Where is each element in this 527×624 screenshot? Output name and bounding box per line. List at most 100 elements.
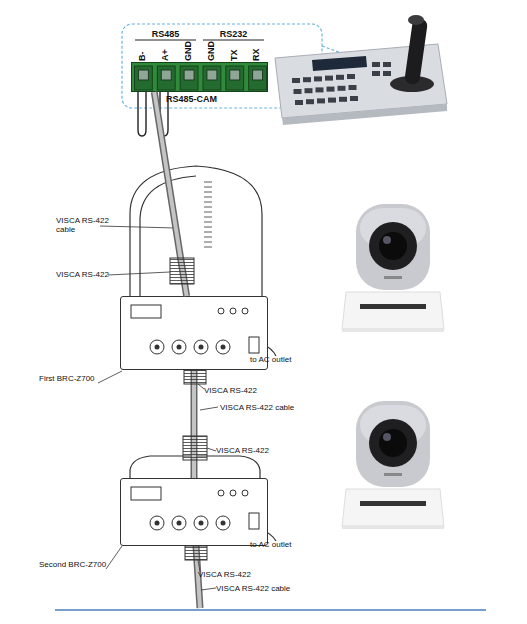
pin-name: A+ xyxy=(160,49,170,61)
keyboard-controller-part xyxy=(312,56,367,71)
leader-line-part xyxy=(106,546,122,569)
camera-photo-part xyxy=(379,232,407,260)
rs485-wires xyxy=(138,92,168,136)
bnc-connector xyxy=(216,516,230,530)
header-rule xyxy=(135,40,264,41)
terminal-screw xyxy=(161,70,171,80)
camera-rear-outline-part xyxy=(130,456,260,478)
port-label: VISCA RS-422 xyxy=(198,570,251,579)
bus-header: RS232 xyxy=(203,29,264,39)
cable-label: VISCA RS-422 cable xyxy=(220,403,294,412)
cable-sheath xyxy=(154,92,186,296)
bnc-connector xyxy=(150,516,164,530)
terminal-screw xyxy=(253,70,263,80)
cable-label: VISCA RS-422 cable xyxy=(56,216,118,234)
switch xyxy=(242,308,248,314)
switch xyxy=(218,308,224,314)
pin-name: B- xyxy=(137,52,147,62)
cable-label: VISCA RS-422 cable xyxy=(216,584,290,593)
leader-line-part xyxy=(98,371,122,383)
keyboard-controller xyxy=(275,15,447,125)
terminal-cell xyxy=(180,66,198,90)
rs485-wires-part xyxy=(138,92,146,136)
bnc-connector xyxy=(221,521,226,526)
bnc-connector xyxy=(177,345,182,350)
keyboard-button xyxy=(350,96,358,101)
camera-photo-part xyxy=(342,292,444,330)
bnc-connector xyxy=(177,521,182,526)
camera-photo-part xyxy=(342,489,444,527)
terminal-screw xyxy=(230,70,240,80)
bnc-connector xyxy=(199,521,204,526)
panel-detail xyxy=(121,479,269,547)
camera-photo xyxy=(342,204,444,332)
keyboard-button xyxy=(349,85,357,90)
header-rule-part xyxy=(135,40,264,41)
rs422-port xyxy=(131,487,161,500)
camera-photo-part xyxy=(360,501,426,506)
leader-line-part xyxy=(108,272,170,275)
keyboard-button xyxy=(292,78,300,83)
keyboard-button xyxy=(328,98,336,103)
switch xyxy=(242,490,248,496)
bnc-connector xyxy=(150,340,164,354)
keyboard-button xyxy=(347,74,355,79)
keyboard-button xyxy=(317,98,325,103)
camera-photo-part xyxy=(356,401,430,487)
camera-photo-part xyxy=(342,328,444,332)
camera-photo-part xyxy=(383,236,391,244)
visca-plug-part xyxy=(184,370,206,384)
ruler-marks xyxy=(204,182,212,247)
cable-core xyxy=(154,92,186,296)
power-socket xyxy=(249,513,259,529)
keyboard-button xyxy=(372,62,380,67)
camera-photo-part xyxy=(356,204,430,290)
leader-line-part xyxy=(201,588,216,590)
keyboard-button xyxy=(294,89,302,94)
terminal-screw xyxy=(184,70,194,80)
visca-plug xyxy=(170,258,207,560)
camera-photo-part xyxy=(342,525,444,529)
camera-photo-part xyxy=(369,419,417,467)
switch xyxy=(230,308,236,314)
keyboard-button xyxy=(316,87,324,92)
camera-rear-panel: Second BRC-Z700 xyxy=(120,478,268,546)
leader-line-part xyxy=(200,407,218,410)
port-label: VISCA RS-422 xyxy=(56,270,109,279)
visca-plug-part xyxy=(185,546,207,560)
camera-label: First BRC-Z700 xyxy=(39,374,95,383)
bottom-rule xyxy=(55,609,486,611)
leader-line-part xyxy=(198,384,204,389)
terminal-cell xyxy=(226,66,244,90)
camera-photo-part xyxy=(360,304,426,309)
terminal-screw xyxy=(207,70,217,80)
keyboard-controller-part xyxy=(408,15,424,25)
keyboard-button xyxy=(383,71,391,76)
keyboard-button xyxy=(325,76,333,81)
camera-rear-panel: First BRC-Z700 xyxy=(120,296,268,370)
visca-cable xyxy=(194,370,195,478)
cable-sheath xyxy=(191,370,198,478)
camera-photo-part xyxy=(383,433,391,441)
terminal-cell xyxy=(135,66,153,90)
keyboard-button xyxy=(303,77,311,82)
connector-label: RS485-CAM xyxy=(166,94,217,104)
keyboard-button xyxy=(327,87,335,92)
keyboard-button xyxy=(336,75,344,80)
port-label: VISCA RS-422 xyxy=(216,446,269,455)
keyboard-button xyxy=(383,62,391,67)
camera-photo-part xyxy=(384,276,402,279)
terminal-screw xyxy=(138,70,148,80)
bnc-connector xyxy=(199,345,204,350)
power-label: to AC outlet xyxy=(250,355,291,364)
camera-label: Second BRC-Z700 xyxy=(39,560,106,569)
keyboard-controller-part xyxy=(282,104,447,125)
bnc-connector xyxy=(216,340,230,354)
power-label: to AC outlet xyxy=(250,540,291,549)
camera-rear-outline-part xyxy=(140,176,196,296)
camera-photo-part xyxy=(369,222,417,270)
terminal-cell xyxy=(249,66,267,90)
